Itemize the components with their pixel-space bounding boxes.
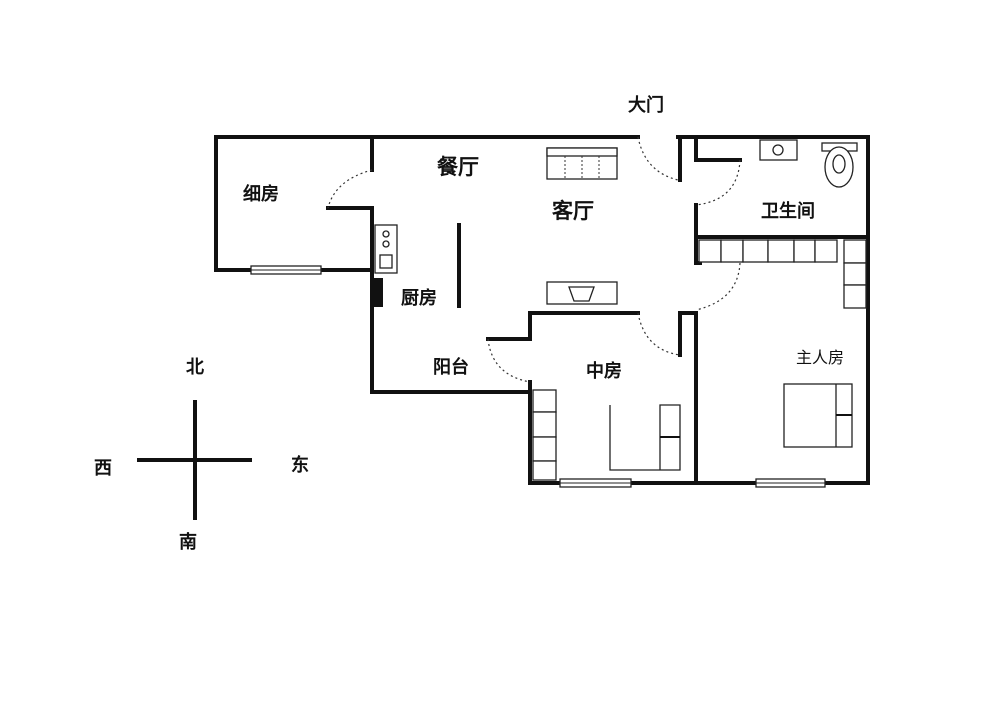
stove-icon — [374, 224, 398, 274]
living-room-label: 客厅 — [552, 199, 594, 223]
tv-stand-icon — [546, 281, 618, 305]
doors — [327, 136, 741, 383]
bathroom-label: 卫生间 — [761, 201, 815, 222]
windows — [250, 265, 826, 488]
sink-icon — [759, 139, 798, 161]
compass-west-label: 西 — [94, 458, 112, 479]
toilet-icon — [821, 142, 858, 188]
wardrobe-icon — [698, 239, 867, 309]
dining-room-label: 餐厅 — [437, 155, 479, 179]
compass-south-label: 南 — [179, 532, 197, 553]
compass-east-label: 东 — [291, 455, 309, 476]
kitchen-label: 厨房 — [401, 288, 437, 309]
bed-icon — [783, 383, 853, 448]
cabinet-icon — [532, 389, 557, 481]
compass-north-label: 北 — [186, 357, 204, 378]
compass-icon — [137, 400, 252, 520]
middle-bedroom-label: 中房 — [586, 361, 622, 382]
master-bedroom-label: 主人房 — [795, 348, 845, 367]
balcony-label: 阳台 — [433, 357, 469, 378]
kitchen-column — [372, 278, 383, 307]
sofa-icon — [546, 147, 618, 180]
small-bedroom-label: 细房 — [243, 184, 279, 205]
desk-icon — [609, 404, 681, 471]
main-door-label: 大门 — [628, 95, 664, 116]
